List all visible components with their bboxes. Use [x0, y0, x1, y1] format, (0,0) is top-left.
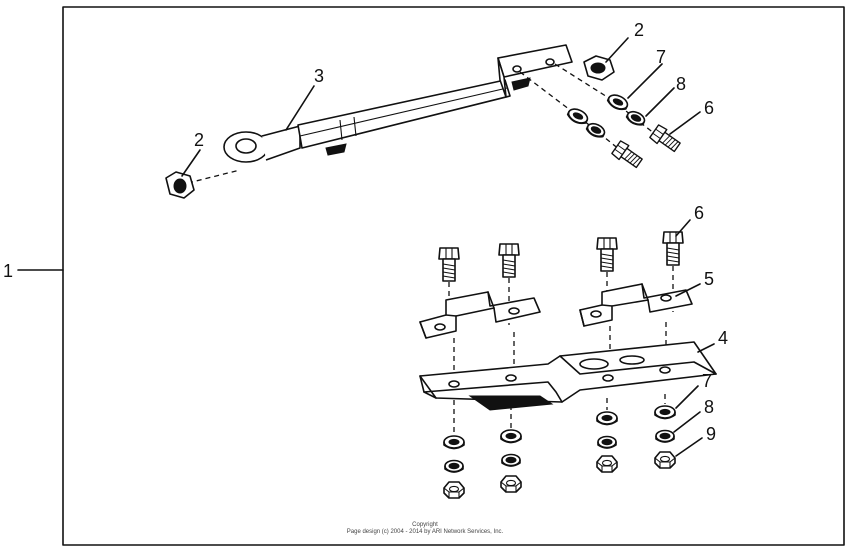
rod-washer-part	[565, 91, 631, 127]
lower-lockwashers	[444, 429, 675, 473]
callout-nut-right: 2	[634, 20, 644, 40]
bracket-left-part	[419, 291, 541, 339]
copyright-line-1: Copyright	[412, 522, 438, 528]
callout-nut-lower: 9	[706, 424, 716, 444]
callout-nut-left: 2	[194, 130, 204, 150]
rod-bolt-part	[610, 123, 683, 171]
lower-hexnuts	[443, 451, 676, 499]
callout-tie-rod: 3	[314, 66, 324, 86]
tie-rod-part	[223, 44, 573, 163]
border-frame	[62, 6, 845, 546]
callout-mount-plate: 4	[718, 328, 728, 348]
rod-lockwasher-part	[584, 108, 648, 141]
bracket-right-part	[579, 283, 693, 327]
nut-left-part	[165, 171, 195, 199]
callout-washer-lower: 7	[702, 371, 712, 391]
mount-plate-part	[419, 341, 717, 411]
lower-washers	[443, 405, 676, 450]
callout-bracket: 5	[704, 269, 714, 289]
callout-bolt-lower: 6	[704, 98, 714, 118]
callout-lockwasher-top: 8	[676, 74, 686, 94]
copyright-line-2: Page design (c) 2004 - 2014 by ARI Netwo…	[347, 529, 504, 535]
callout-lockwasher-lower: 8	[704, 397, 714, 417]
callout-washer-top: 7	[656, 47, 666, 67]
tie-rod-assembly-lines	[187, 63, 661, 184]
nut-right-part	[583, 55, 615, 81]
callout-assembly: 1	[3, 261, 13, 281]
callout-leaders	[181, 37, 715, 457]
callout-bolt-top: 6	[694, 203, 704, 223]
mount-bolts	[438, 231, 684, 282]
